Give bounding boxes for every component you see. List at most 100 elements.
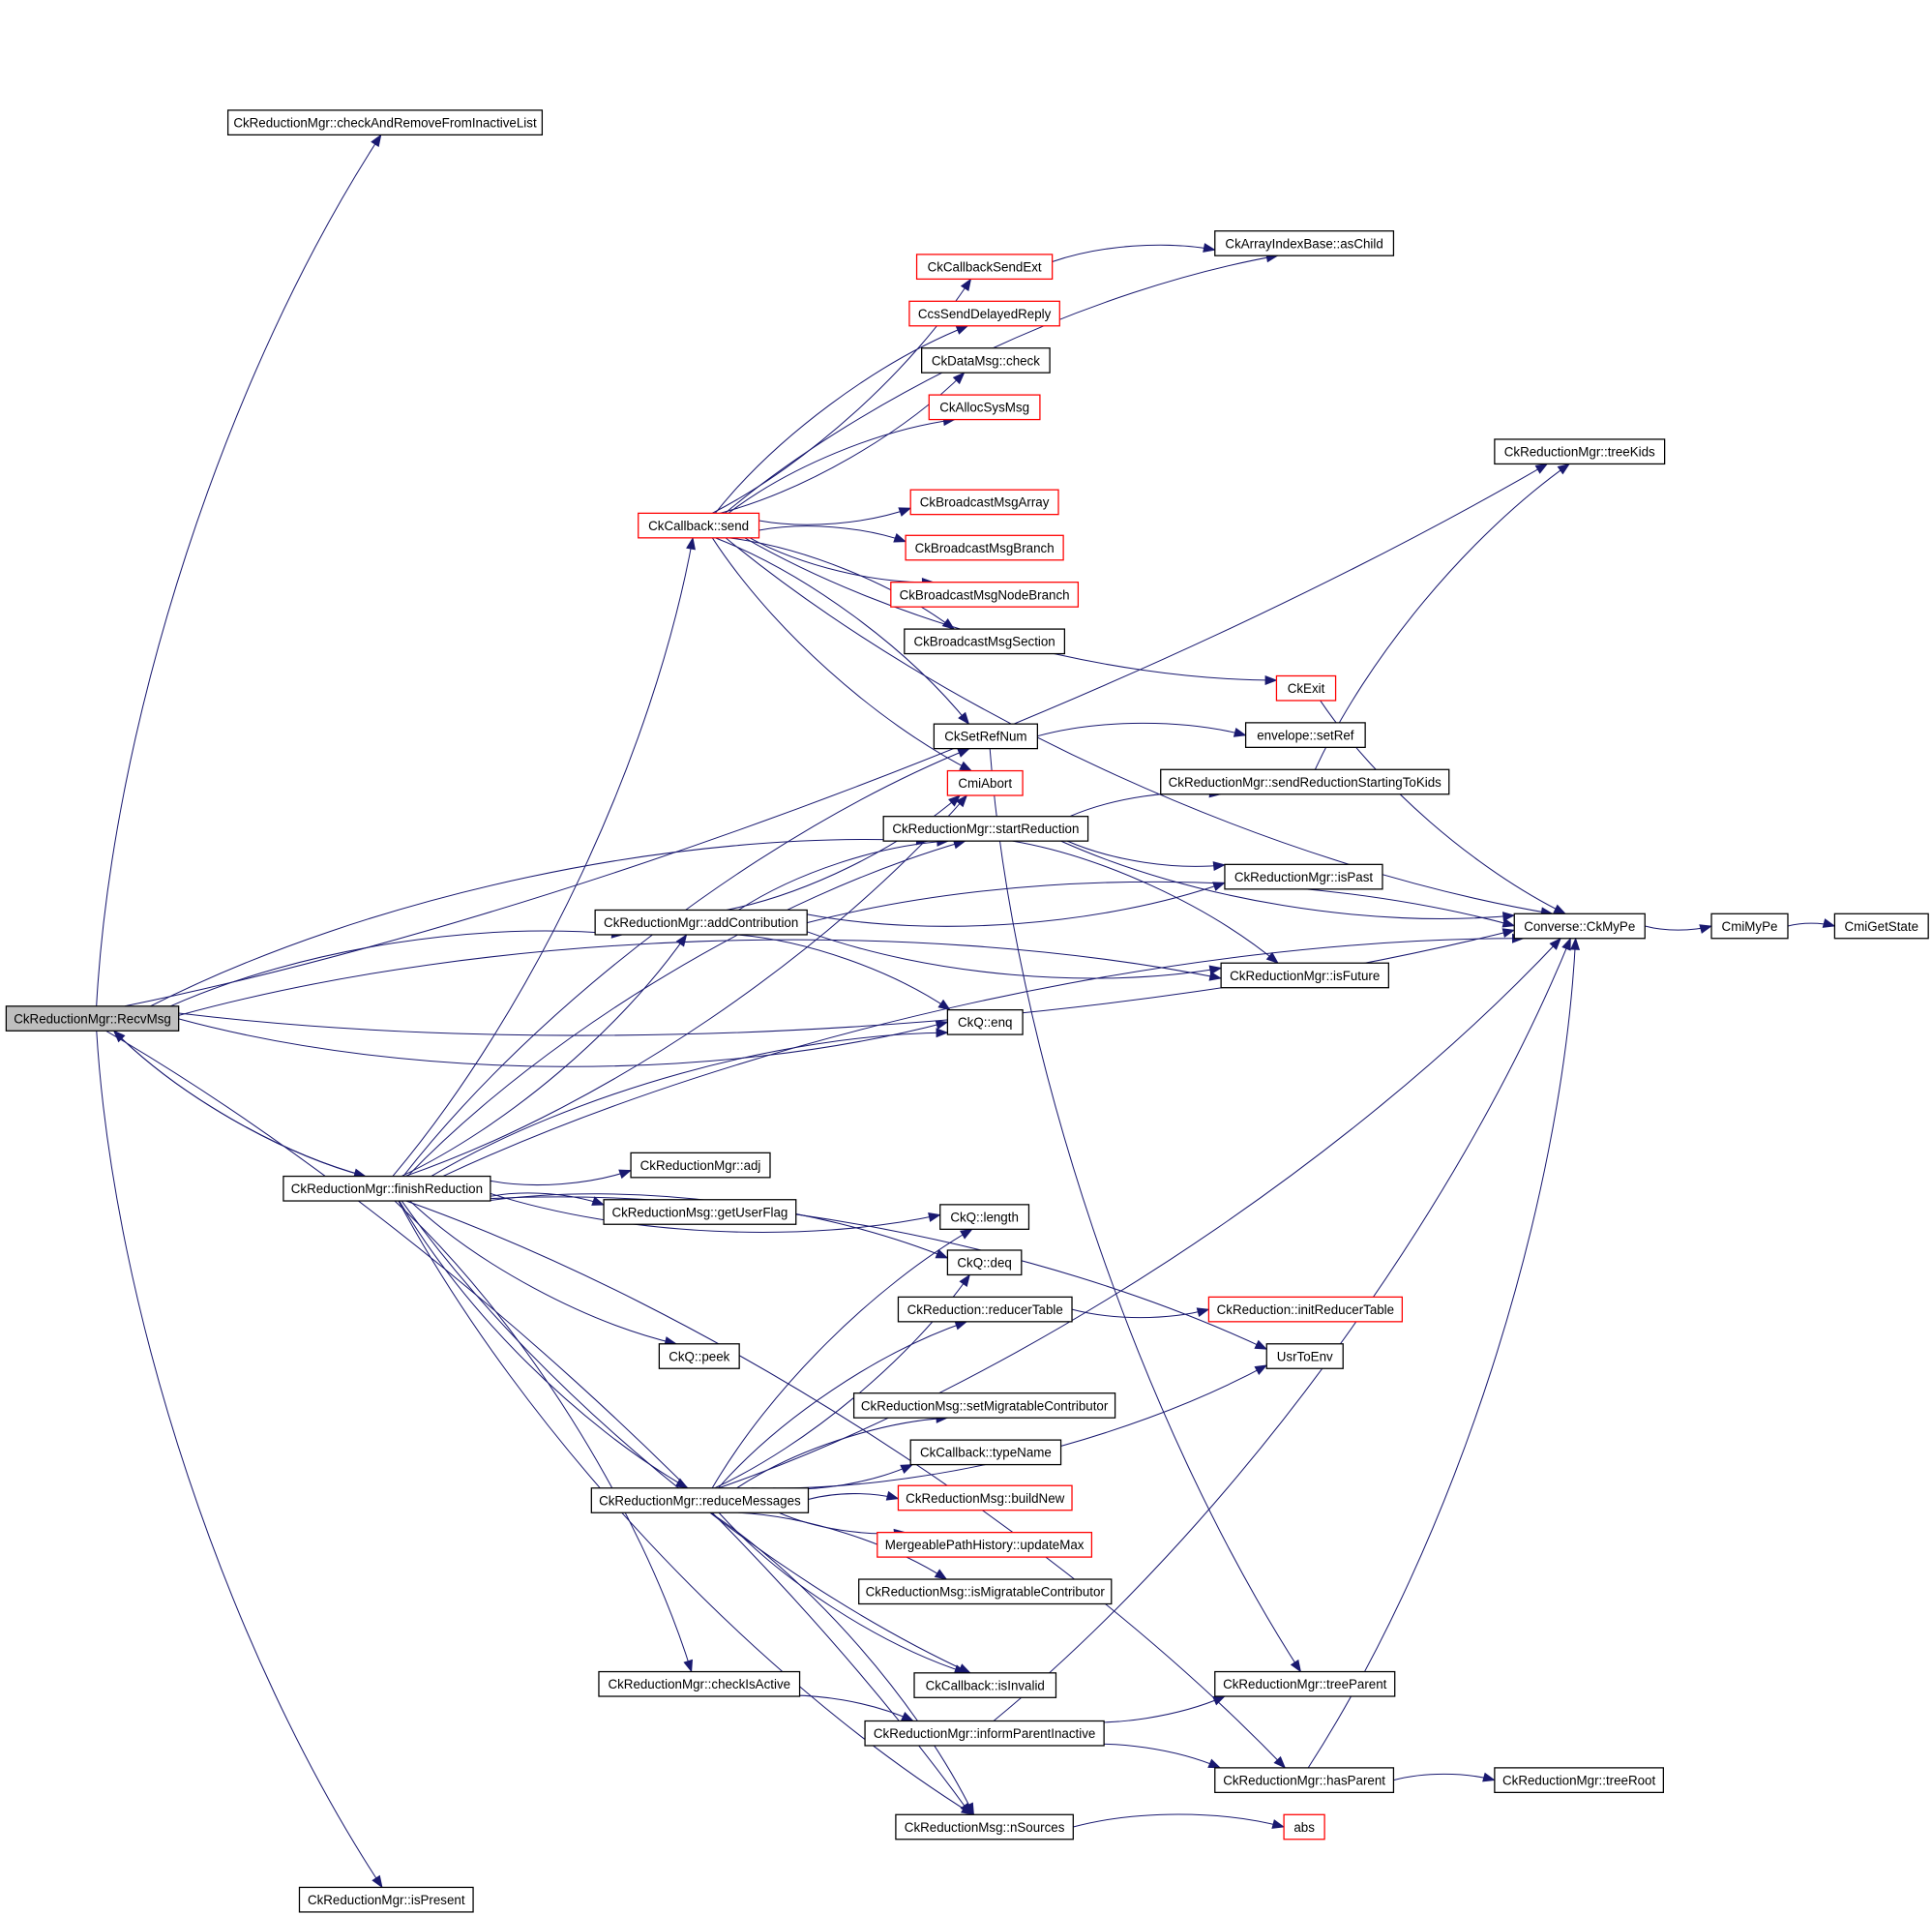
node-carfil[interactable]: CkReductionMgr::checkAndRemoveFromInacti… bbox=[226, 109, 544, 136]
node-label: CkReductionMgr::adj bbox=[640, 1158, 761, 1173]
node-isfuture[interactable]: CkReductionMgr::isFuture bbox=[1220, 962, 1389, 989]
node-label: Converse::CkMyPe bbox=[1524, 919, 1635, 934]
edge-recv-to-ispresent bbox=[96, 1031, 383, 1888]
node-treeparent[interactable]: CkReductionMgr::treeParent bbox=[1214, 1670, 1396, 1697]
node-finish[interactable]: CkReductionMgr::finishReduction bbox=[282, 1175, 491, 1202]
node-label: CkQ::enq bbox=[958, 1015, 1012, 1030]
edge-recv-to-startred bbox=[150, 839, 928, 1007]
node-informparent[interactable]: CkReductionMgr::informParentInactive bbox=[864, 1720, 1105, 1747]
node-bcsection[interactable]: CkBroadcastMsgSection bbox=[904, 628, 1066, 655]
node-setmigr[interactable]: CkReductionMsg::setMigratableContributor bbox=[852, 1392, 1116, 1419]
edge-startred-to-ispast bbox=[1066, 840, 1226, 867]
arrowhead-icon bbox=[1212, 861, 1227, 872]
arrowhead-icon bbox=[1233, 727, 1247, 737]
node-treekids[interactable]: CkReductionMgr::treeKids bbox=[1494, 438, 1666, 465]
node-checkisactive[interactable]: CkReductionMgr::checkIsActive bbox=[598, 1670, 801, 1697]
node-label: CkQ::peek bbox=[669, 1349, 729, 1363]
node-box bbox=[1710, 913, 1789, 940]
node-usrtoenv[interactable]: UsrToEnv bbox=[1265, 1343, 1344, 1369]
arrowhead-icon bbox=[674, 1478, 689, 1489]
node-getuserflag[interactable]: CkReductionMsg::getUserFlag bbox=[603, 1199, 797, 1225]
arrowhead-icon bbox=[885, 1490, 900, 1501]
node-ispast[interactable]: CkReductionMgr::isPast bbox=[1224, 863, 1383, 890]
arrowhead-icon bbox=[1822, 918, 1836, 928]
node-mype[interactable]: Converse::CkMyPe bbox=[1513, 913, 1646, 940]
edge-recv-to-carfil bbox=[96, 135, 382, 1006]
node-treeroot[interactable]: CkReductionMgr::treeRoot bbox=[1494, 1767, 1664, 1793]
node-setref[interactable]: envelope::setRef bbox=[1244, 722, 1366, 748]
arrowhead-icon bbox=[1557, 463, 1571, 475]
node-box bbox=[1214, 1670, 1396, 1697]
arrowhead-icon bbox=[371, 134, 382, 148]
node-enq[interactable]: CkQ::enq bbox=[946, 1008, 1024, 1035]
edge-finish-to-cmiabort bbox=[404, 794, 967, 1178]
node-bcarray[interactable]: CkBroadcastMsgArray bbox=[909, 489, 1059, 516]
node-box bbox=[590, 1487, 810, 1513]
node-abs[interactable]: abs bbox=[1283, 1813, 1325, 1840]
node-cbsendext[interactable]: CkCallbackSendExt bbox=[915, 254, 1054, 281]
arrowhead-icon bbox=[1501, 917, 1516, 928]
node-nsources[interactable]: CkReductionMsg::nSources bbox=[895, 1813, 1074, 1840]
node-label: CkAllocSysMsg bbox=[939, 401, 1029, 415]
edge-hasparent-to-treeroot bbox=[1393, 1773, 1496, 1781]
node-sendkids[interactable]: CkReductionMgr::sendReductionStartingToK… bbox=[1160, 768, 1450, 795]
node-recv[interactable]: CkReductionMgr::RecvMsg bbox=[5, 1005, 180, 1032]
node-label: CkReductionMsg::buildNew bbox=[906, 1491, 1064, 1506]
node-initreducer[interactable]: CkReduction::initReducerTable bbox=[1207, 1296, 1403, 1323]
edge-cbsend-to-bcarray bbox=[758, 507, 911, 525]
node-cmimype[interactable]: CmiMyPe bbox=[1710, 913, 1789, 940]
node-label: CkReductionMgr::reduceMessages bbox=[599, 1493, 801, 1508]
node-cmiabort[interactable]: CmiAbort bbox=[946, 769, 1024, 796]
node-aschild[interactable]: CkArrayIndexBase::asChild bbox=[1214, 230, 1395, 256]
node-isinvalid[interactable]: CkCallback::isInvalid bbox=[913, 1672, 1057, 1698]
arrowhead-icon bbox=[1207, 1758, 1222, 1769]
edge-addcontrib-to-ispast bbox=[807, 882, 1226, 927]
node-ismigr[interactable]: CkReductionMsg::isMigratableContributor bbox=[858, 1578, 1113, 1605]
edge-finish-to-peek bbox=[409, 1200, 677, 1345]
node-length[interactable]: CkQ::length bbox=[939, 1204, 1030, 1230]
edge-startred-to-mype bbox=[1060, 840, 1515, 919]
node-box bbox=[1833, 913, 1929, 940]
node-ccsdelayed[interactable]: CcsSendDelayedReply bbox=[908, 300, 1060, 327]
node-box bbox=[1207, 1296, 1403, 1323]
node-label: CkCallback::send bbox=[648, 519, 749, 533]
node-box bbox=[1265, 1343, 1344, 1369]
node-label: CkReductionMgr::hasParent bbox=[1223, 1773, 1385, 1787]
node-label: CkQ::length bbox=[950, 1210, 1019, 1224]
node-allocsys[interactable]: CkAllocSysMsg bbox=[928, 394, 1041, 421]
node-cbsend[interactable]: CkCallback::send bbox=[638, 512, 760, 539]
node-deq[interactable]: CkQ::deq bbox=[946, 1249, 1023, 1276]
node-hasparent[interactable]: CkReductionMgr::hasParent bbox=[1214, 1767, 1395, 1793]
node-bcnode[interactable]: CkBroadcastMsgNodeBranch bbox=[890, 582, 1080, 608]
arrowhead-icon bbox=[955, 794, 968, 808]
arrowhead-icon bbox=[1254, 1339, 1268, 1350]
arrowhead-icon bbox=[928, 1212, 941, 1222]
arrowhead-icon bbox=[955, 325, 969, 335]
node-peek[interactable]: CkQ::peek bbox=[658, 1343, 740, 1369]
node-label: CkReductionMgr::startReduction bbox=[892, 822, 1079, 836]
node-adj[interactable]: CkReductionMgr::adj bbox=[630, 1152, 771, 1179]
edge-checkisactive-to-informparent bbox=[770, 1694, 914, 1721]
arrowhead-icon bbox=[935, 1020, 949, 1031]
node-label: CkReductionMgr::isPast bbox=[1234, 870, 1374, 884]
node-ispresent[interactable]: CkReductionMgr::isPresent bbox=[298, 1886, 474, 1913]
arrowhead-icon bbox=[959, 761, 973, 772]
node-reducertable[interactable]: CkReduction::reducerTable bbox=[897, 1296, 1073, 1323]
node-reducemsgs[interactable]: CkReductionMgr::reduceMessages bbox=[590, 1487, 810, 1513]
node-box bbox=[1494, 438, 1666, 465]
node-typename[interactable]: CkCallback::typeName bbox=[909, 1439, 1062, 1466]
node-ckexit[interactable]: CkExit bbox=[1275, 674, 1337, 702]
arrowhead-icon bbox=[1212, 1695, 1226, 1706]
node-box bbox=[852, 1392, 1116, 1419]
node-startred[interactable]: CkReductionMgr::startReduction bbox=[882, 816, 1089, 842]
node-cmigetstate[interactable]: CmiGetState bbox=[1833, 913, 1929, 940]
node-addcontrib[interactable]: CkReductionMgr::addContribution bbox=[594, 909, 808, 936]
node-datacheck[interactable]: CkDataMsg::check bbox=[921, 347, 1051, 374]
node-updatemax[interactable]: MergeablePathHistory::updateMax bbox=[877, 1531, 1093, 1558]
node-setrefnum[interactable]: CkSetRefNum bbox=[933, 723, 1039, 750]
arrowhead-icon bbox=[901, 1711, 914, 1721]
edge-finish-to-length bbox=[490, 1192, 940, 1233]
node-buildnew[interactable]: CkReductionMsg::buildNew bbox=[897, 1484, 1073, 1511]
node-bcbranch[interactable]: CkBroadcastMsgBranch bbox=[905, 534, 1064, 561]
arrowhead-icon bbox=[1212, 882, 1226, 891]
